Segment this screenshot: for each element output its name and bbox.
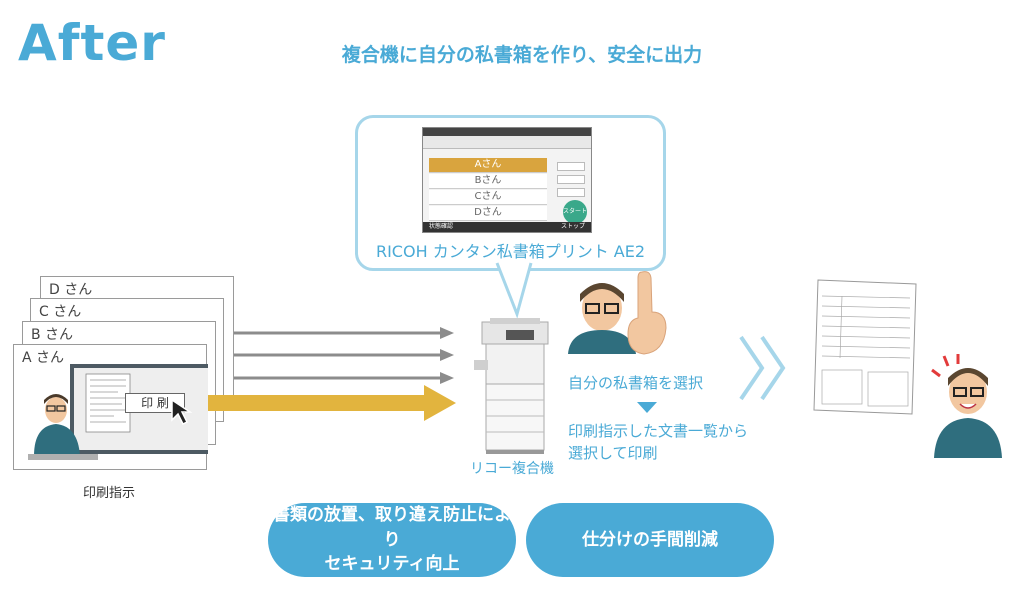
step-2-line-1: 印刷指示した文書一覧から: [568, 422, 749, 440]
benefit-sorting-text: 仕分けの手間削減: [582, 529, 718, 550]
status-check-button[interactable]: 状態確認: [429, 223, 454, 230]
start-button[interactable]: スタート: [563, 200, 587, 224]
benefit-security-line-2: セキュリティ向上: [324, 554, 460, 575]
person-pointing-icon: [568, 271, 667, 355]
mfp-screen: Aさん Bさん Cさん Dさん スタート 状態確認 ストップ: [422, 127, 592, 233]
mailbox-item-b[interactable]: Bさん: [429, 174, 547, 189]
mouse-cursor-icon: [171, 398, 193, 426]
benefit-sorting-pill: 仕分けの手間削減: [526, 503, 774, 577]
mailbox-item-a[interactable]: Aさん: [429, 158, 547, 173]
benefit-security-pill: 書類の放置、取り違え防止により セキュリティ向上: [268, 503, 516, 577]
page-subtitle: 複合機に自分の私書箱を作り、安全に出力: [341, 44, 703, 66]
benefit-security-line-1: 書類の放置、取り違え防止により: [273, 505, 511, 550]
step-1-text: 自分の私書箱を選択: [568, 374, 704, 392]
paper-label-b: B さん: [31, 327, 74, 343]
paper-label-c: C さん: [39, 304, 82, 320]
step-2-line-2: 選択して印刷: [568, 444, 658, 462]
mfp-machine-icon: [474, 318, 549, 454]
product-name: RICOH カンタン私書箱プリント AE2: [375, 242, 646, 261]
page-title: After: [18, 14, 166, 72]
print-button[interactable]: 印 刷: [125, 393, 185, 413]
pc-caption: 印刷指示: [83, 486, 136, 501]
mailbox-item-c[interactable]: Cさん: [429, 190, 547, 205]
paper-label-d: D さん: [49, 282, 93, 298]
printed-document-icon: [813, 279, 917, 415]
stop-button[interactable]: ストップ: [560, 223, 585, 230]
paper-label-a: A さん: [22, 350, 65, 366]
callout-tail: [495, 262, 533, 318]
mailbox-item-d[interactable]: Dさん: [429, 206, 547, 221]
happy-person-icon: [931, 354, 1002, 458]
mfp-caption: リコー複合機: [470, 461, 554, 477]
